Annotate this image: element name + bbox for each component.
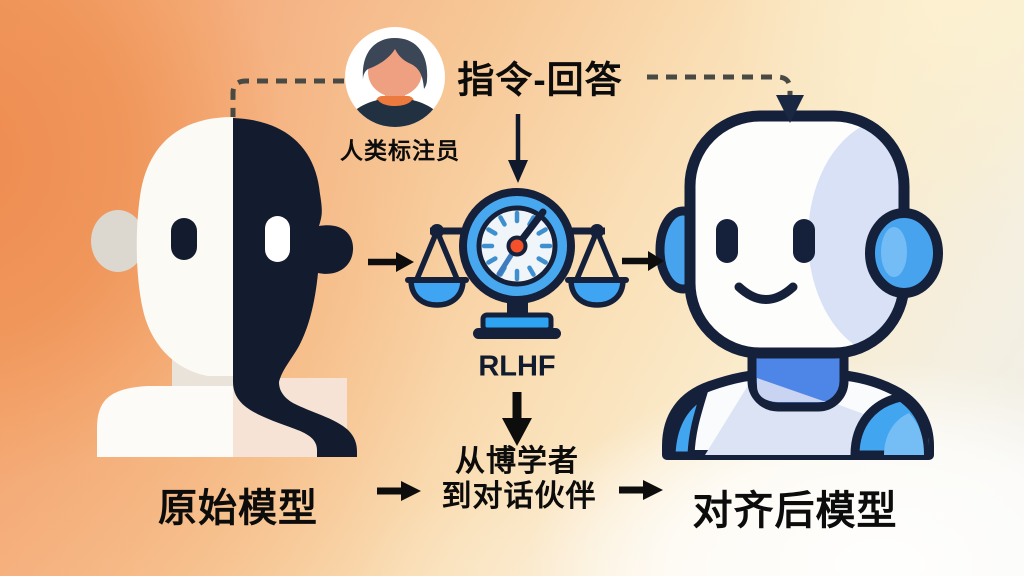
dashed-elbow-right-arrow [647, 74, 804, 123]
avatar-hair [362, 38, 428, 89]
robot-right-cap-highlight [884, 413, 924, 455]
arrow-rlhf-to-robot [622, 251, 664, 271]
balance-scale-clock-icon [405, 188, 629, 339]
scale-strings [414, 228, 620, 282]
clock-ticks [481, 210, 553, 282]
robot-left-eye [716, 219, 738, 263]
arrow-instruction-to-rlhf [508, 114, 528, 183]
robot-left-shoulder-cap [668, 388, 709, 455]
robot-right-ear-highlight [881, 227, 907, 277]
transition-label-line2: 到对话伙伴 [441, 480, 597, 513]
split-face-icon [91, 117, 357, 457]
clock-center-dot [506, 235, 528, 257]
scale-left-pan [408, 277, 466, 308]
transition-label-line1: 从博学者 [455, 445, 579, 478]
scale-right-pan [568, 277, 626, 308]
robot-face-icon [655, 110, 943, 460]
dashed-elbow-left [230, 78, 344, 117]
split-face-left-eye [171, 218, 197, 260]
arrow-model-to-rlhf [368, 252, 414, 272]
arrow-rlhf-down [502, 392, 532, 446]
aligned-model-label: 对齐后模型 [692, 489, 898, 533]
person-avatar-icon [345, 27, 445, 127]
split-face-left-ear [91, 210, 145, 272]
original-model-label: 原始模型 [157, 487, 319, 531]
robot-right-eye [793, 219, 815, 263]
scale-foot [473, 328, 561, 339]
arrow-original-to-transition [377, 481, 421, 501]
split-face-white-shoulder [97, 386, 233, 457]
scale-base-plate [480, 312, 554, 333]
split-face-right-eye [265, 216, 290, 262]
annotator-label: 人类标注员 [340, 137, 460, 164]
split-face-dark-half [233, 118, 357, 457]
robot-smile [734, 282, 798, 304]
rlhf-label: RLHF [478, 350, 556, 383]
arrow-transition-to-aligned [619, 480, 663, 500]
instruction-answer-label: 指令-回答 [457, 59, 623, 101]
